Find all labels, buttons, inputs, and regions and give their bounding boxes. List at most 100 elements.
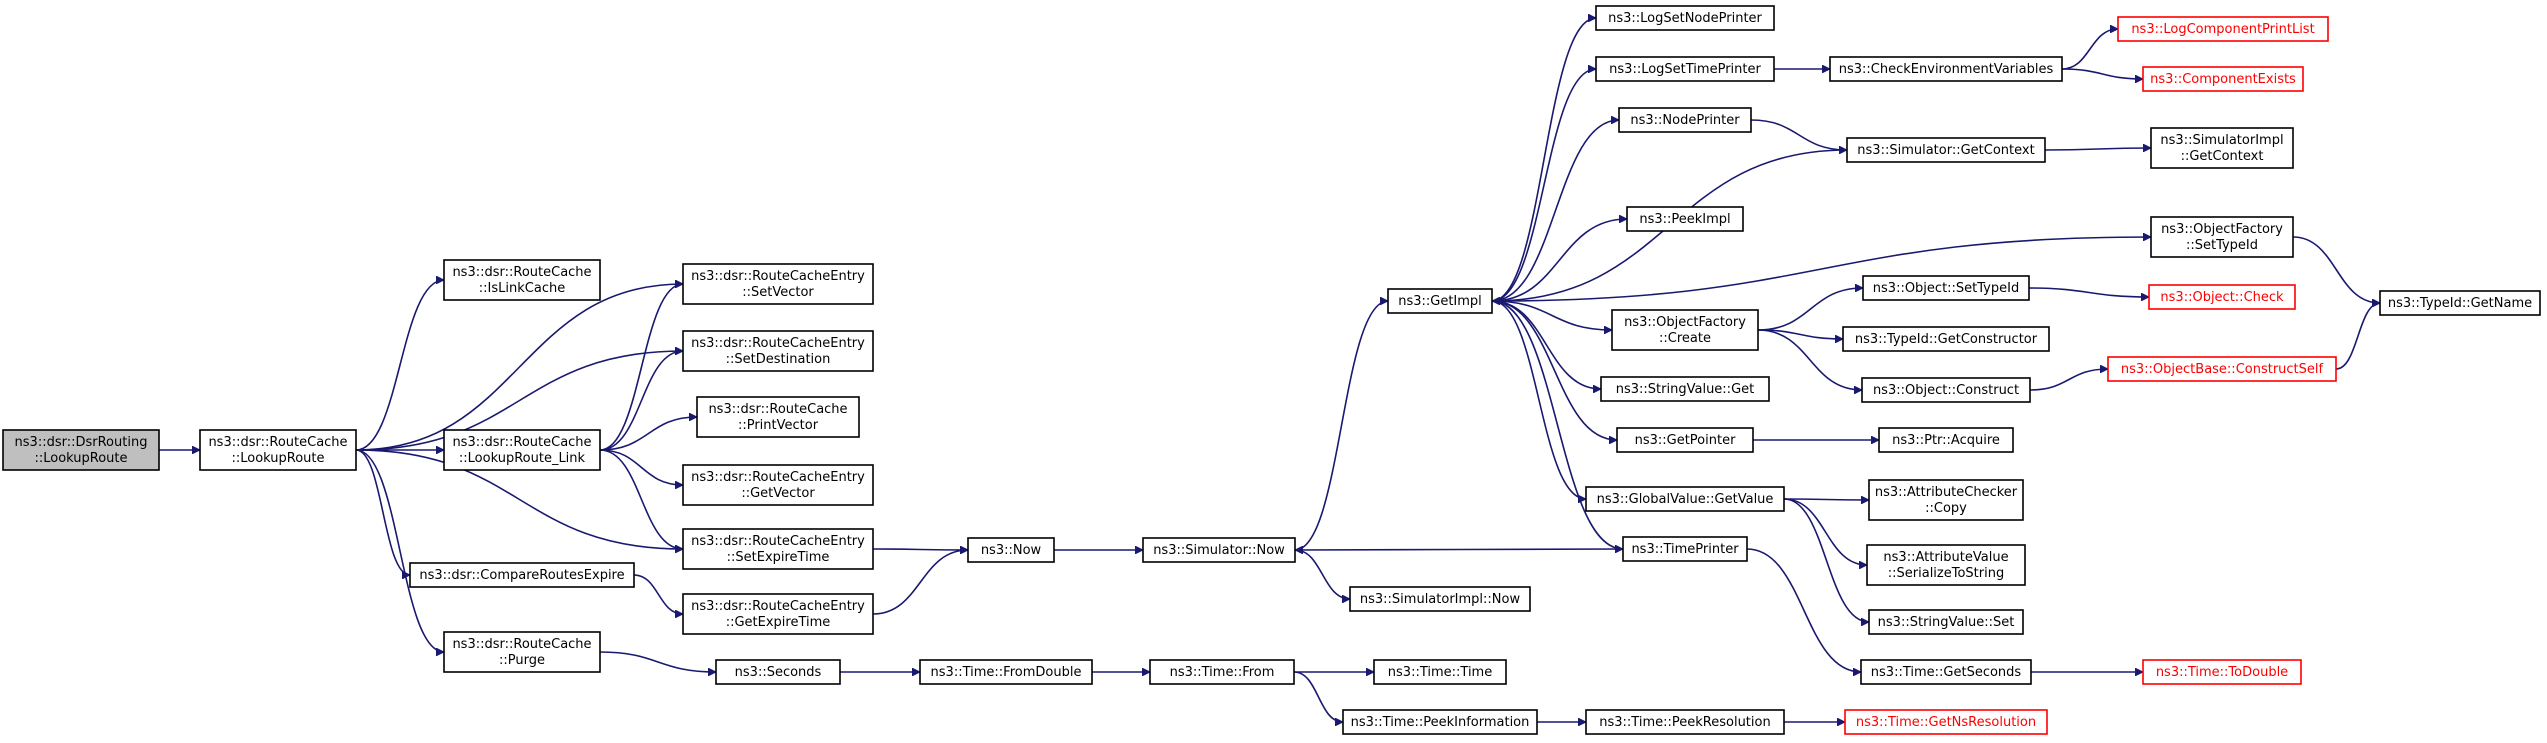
node-label: ns3::Simulator::GetContext (1857, 143, 2034, 158)
call-edge (1491, 300, 1617, 440)
node-label: ns3::Seconds (735, 665, 822, 680)
call-edge (1294, 549, 1351, 599)
function-node[interactable]: ns3::dsr::RouteCacheEntry::SetExpireTime (682, 528, 874, 570)
node-box (1878, 427, 2014, 453)
node-label: ns3::Time::PeekResolution (1599, 715, 1770, 730)
function-node[interactable]: ns3::GetPointer (1616, 427, 1754, 453)
function-node[interactable]: ns3::SimulatorImpl::Now (1349, 586, 1531, 612)
node-label: ::SetTypeId (2186, 238, 2258, 253)
call-edge (1295, 549, 1624, 550)
node-label: ns3::Object::SetTypeId (1873, 281, 2019, 296)
node-box (2150, 216, 2294, 258)
function-node[interactable]: ns3::ComponentExists (2142, 66, 2304, 92)
function-node[interactable]: ns3::LogComponentPrintList (2117, 16, 2329, 42)
function-node[interactable]: ns3::NodePrinter (1618, 107, 1752, 133)
function-node[interactable]: ns3::TimePrinter (1622, 536, 1748, 562)
node-box (1866, 544, 2026, 586)
function-node[interactable]: ns3::GlobalValue::GetValue (1585, 486, 1785, 512)
call-edge (633, 574, 684, 614)
node-label: ns3::AttributeValue (1883, 550, 2008, 565)
node-label: ns3::StringValue::Get (1616, 382, 1754, 397)
node-box (409, 562, 635, 588)
node-label: ::GetVector (741, 486, 815, 501)
call-edge (872, 550, 968, 615)
function-node[interactable]: ns3::dsr::RouteCache::LookupRoute (199, 429, 357, 471)
node-label: ns3::AttributeChecker (1875, 485, 2018, 500)
function-node[interactable]: ns3::TypeId::GetName (2379, 290, 2541, 316)
function-node[interactable]: ns3::Ptr::Acquire (1878, 427, 2014, 453)
function-node[interactable]: ns3::CheckEnvironmentVariables (1829, 56, 2063, 82)
node-box (443, 259, 601, 301)
node-box (2379, 290, 2541, 316)
node-box (443, 631, 601, 673)
function-node[interactable]: ns3::AttributeValue::SerializeToString (1866, 544, 2026, 586)
function-node[interactable]: ns3::AttributeChecker::Copy (1868, 479, 2024, 521)
function-node[interactable]: ns3::ObjectFactory::Create (1611, 309, 1759, 351)
nodes-layer: ns3::dsr::DsrRouting::LookupRoutens3::ds… (2, 5, 2541, 735)
function-node[interactable]: ns3::PeekImpl (1626, 206, 1744, 232)
function-node[interactable]: ns3::LogSetNodePrinter (1595, 5, 1775, 31)
function-node[interactable]: ns3::Time::PeekResolution (1585, 709, 1785, 735)
call-edge (1293, 671, 1344, 722)
function-node[interactable]: ns3::ObjectFactory::SetTypeId (2150, 216, 2294, 258)
function-node[interactable]: ns3::dsr::RouteCache::LookupRoute_Link (443, 429, 601, 471)
call-edge (355, 449, 683, 549)
function-node[interactable]: ns3::Time::GetSeconds (1860, 659, 2032, 685)
function-node[interactable]: ns3::StringValue::Set (1868, 609, 2024, 635)
function-node[interactable]: ns3::Time::PeekInformation (1342, 709, 1538, 735)
function-node[interactable]: ns3::ObjectBase::ConstructSelf (2107, 356, 2337, 382)
function-node[interactable]: ns3::TypeId::GetConstructor (1842, 326, 2050, 352)
function-node[interactable]: ns3::Time::FromDouble (919, 659, 1093, 685)
node-label: ::SetDestination (726, 352, 831, 367)
function-node[interactable]: ns3::LogSetTimePrinter (1595, 56, 1775, 82)
call-edge (355, 280, 445, 451)
node-label: ::SetExpireTime (727, 550, 830, 565)
function-node[interactable]: ns3::dsr::RouteCache::PrintVector (696, 396, 860, 438)
function-node[interactable]: ns3::StringValue::Get (1600, 376, 1770, 402)
node-label: ::LookupRoute_Link (459, 451, 586, 466)
node-box (1585, 709, 1785, 735)
node-label: ns3::Now (981, 543, 1042, 558)
node-box (1829, 56, 2063, 82)
function-node[interactable]: ns3::dsr::RouteCache::Purge (443, 631, 601, 673)
function-node[interactable]: ns3::Time::Time (1373, 659, 1507, 685)
function-node[interactable]: ns3::SimulatorImpl::GetContext (2150, 127, 2294, 169)
function-node[interactable]: ns3::Time::From (1149, 659, 1295, 685)
function-node[interactable]: ns3::dsr::RouteCache::IsLinkCache (443, 259, 601, 301)
call-edge (2292, 236, 2380, 303)
node-label: ns3::LogSetNodePrinter (1608, 11, 1762, 26)
node-label: ns3::Simulator::Now (1153, 543, 1285, 558)
function-node[interactable]: ns3::dsr::RouteCacheEntry::GetVector (682, 464, 874, 506)
node-label: ::SetVector (742, 285, 814, 300)
function-node[interactable]: ns3::Simulator::GetContext (1846, 137, 2046, 163)
function-node[interactable]: ns3::Seconds (715, 659, 841, 685)
function-node[interactable]: ns3::Now (967, 537, 1055, 563)
call-edge (1750, 119, 1847, 150)
node-box (1142, 537, 1296, 563)
function-node[interactable]: ns3::Simulator::Now (1142, 537, 1296, 563)
function-node[interactable]: ns3::dsr::RouteCacheEntry::GetExpireTime (682, 593, 874, 635)
call-edge (2028, 287, 2149, 297)
function-node[interactable]: ns3::Time::GetNsResolution (1844, 709, 2048, 735)
function-node[interactable]: ns3::Object::Check (2148, 284, 2296, 310)
function-node[interactable]: ns3::dsr::RouteCacheEntry::SetDestinatio… (682, 330, 874, 372)
node-box (1860, 659, 2032, 685)
call-edge (2335, 303, 2381, 370)
node-label: ns3::ObjectFactory (2161, 222, 2283, 237)
node-label: ns3::CheckEnvironmentVariables (1839, 62, 2054, 77)
call-edge (1757, 288, 1863, 331)
function-node[interactable]: ns3::Object::SetTypeId (1862, 275, 2030, 301)
function-node[interactable]: ns3::dsr::CompareRoutesExpire (409, 562, 635, 588)
call-edge (2044, 148, 2151, 150)
node-box (682, 593, 874, 635)
node-box (2150, 127, 2294, 169)
node-label: ns3::dsr::RouteCache (208, 435, 347, 450)
function-node[interactable]: ns3::Object::Construct (1861, 377, 2031, 403)
function-node[interactable]: ns3::GetImpl (1387, 288, 1493, 314)
node-label: ns3::SimulatorImpl::Now (1360, 592, 1521, 607)
call-edge (1783, 498, 1870, 622)
call-edge (1757, 329, 1862, 390)
node-label: ns3::PeekImpl (1639, 212, 1730, 227)
function-node[interactable]: ns3::dsr::RouteCacheEntry::SetVector (682, 263, 874, 305)
function-node[interactable]: ns3::Time::ToDouble (2142, 659, 2302, 685)
